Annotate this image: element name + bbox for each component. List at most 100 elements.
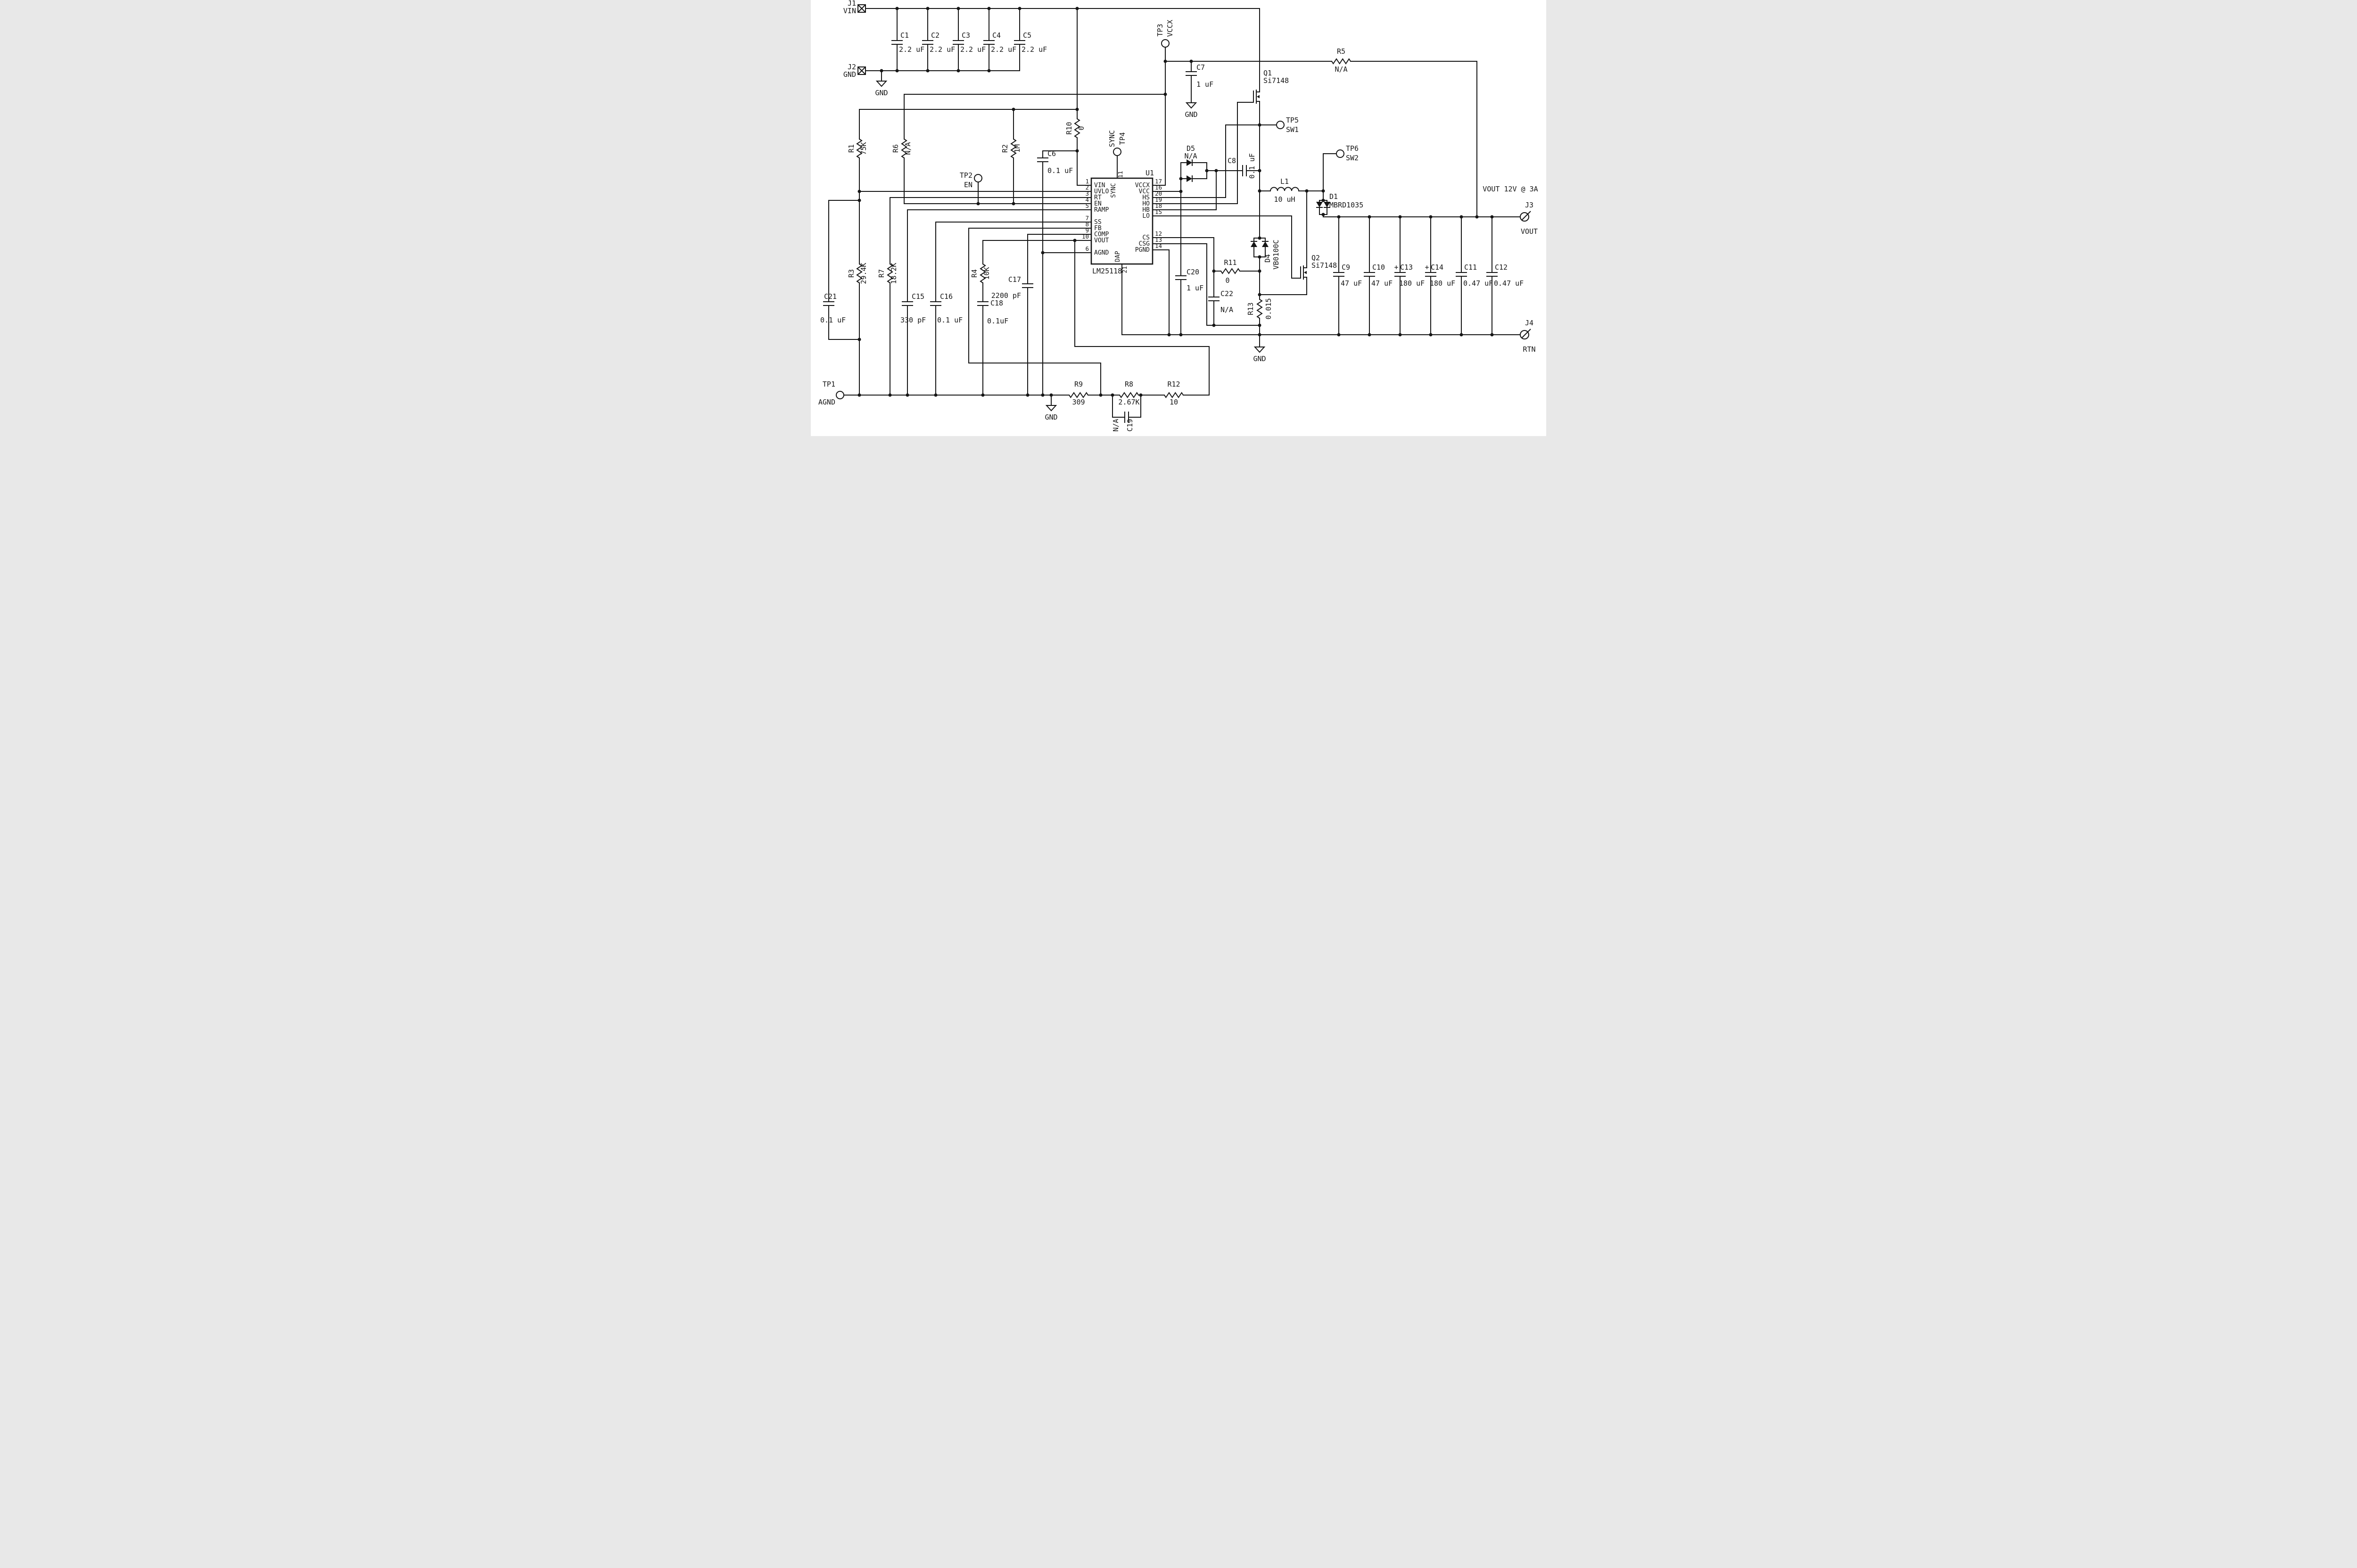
- capacitor-c6: C6 0.1 uF: [1037, 149, 1073, 175]
- tp2-ref: TP2: [960, 171, 972, 180]
- pin-num: 7: [1085, 215, 1089, 222]
- r10-value: 0: [1077, 126, 1086, 130]
- c17-ref: C17: [1008, 275, 1021, 284]
- pin-num: 4: [1085, 196, 1089, 203]
- pin-name: SS: [1094, 219, 1102, 226]
- c20-ref: C20: [1187, 268, 1199, 276]
- junction-dots: [857, 7, 1494, 397]
- d4-value: VB0100C: [1272, 239, 1280, 269]
- wires-input-rails: [859, 8, 1260, 239]
- capacitor-c2: C2 2.2 uF: [922, 31, 955, 54]
- r11-value: 0: [1225, 276, 1229, 285]
- capacitor-c14: + C14 180 uF: [1425, 263, 1455, 288]
- capacitor-c7: C7 1 uF: [1185, 63, 1213, 89]
- c4-ref: C4: [992, 31, 1001, 40]
- pin-name: SYNC: [1110, 183, 1117, 198]
- schematic-page: J1 VIN J2 GND J3 VOUT J4 RTN TP1 AGND TP…: [811, 0, 1546, 436]
- c8-value: 0.1 uF: [1248, 153, 1256, 179]
- c13-ref: C13: [1400, 263, 1413, 272]
- resistor-r1: R1 75K: [847, 139, 868, 158]
- q1-value: Si7148: [1263, 76, 1289, 85]
- capacitor-c13: + C13 180 uF: [1394, 263, 1425, 288]
- r4-ref: R4: [970, 269, 979, 278]
- l1-ref: L1: [1280, 177, 1289, 186]
- c6-ref: C6: [1047, 149, 1056, 158]
- r6-ref: R6: [891, 144, 900, 153]
- u1-ref: U1: [1146, 169, 1154, 177]
- c22-value: N/A: [1220, 305, 1233, 314]
- gnd-label: GND: [1045, 413, 1057, 421]
- c11-value: 0.47 uF: [1463, 279, 1493, 288]
- output-rating-label: VOUT 12V @ 3A: [1483, 185, 1538, 193]
- pin-num: 2: [1085, 184, 1089, 191]
- c1-ref: C1: [900, 31, 909, 40]
- c12-value: 0.47 uF: [1494, 279, 1524, 288]
- diode-d1: D1 MBRD1035: [1316, 192, 1363, 209]
- c18-value: 0.1uF: [987, 317, 1008, 325]
- capacitor-c5: C5 2.2 uF: [1014, 31, 1047, 54]
- capacitor-c19: N/A C19: [1112, 411, 1134, 432]
- capacitor-c18: C18 0.1uF: [977, 299, 1008, 325]
- tp5-ref: TP5: [1286, 116, 1299, 124]
- mosfet-arrow-icon: [1304, 271, 1307, 274]
- c3-value: 2.2 uF: [960, 45, 986, 54]
- pin-num: 1: [1085, 178, 1089, 185]
- capacitor-c20: C20 1 uF: [1175, 268, 1203, 292]
- pin-num: 15: [1155, 208, 1162, 215]
- c22-ref: C22: [1220, 289, 1233, 298]
- c16-value: 0.1 uF: [937, 316, 963, 324]
- tp3-ref: TP3: [1156, 24, 1164, 36]
- r3-value: 29.4K: [859, 263, 868, 284]
- c7-value: 1 uF: [1196, 80, 1213, 89]
- diode-d4: D4 VB0100C: [1250, 239, 1280, 270]
- pin-num: 14: [1155, 242, 1162, 249]
- u1-part: LM25118: [1092, 267, 1122, 275]
- r2-ref: R2: [1001, 144, 1009, 153]
- d1-value: MBRD1035: [1329, 201, 1363, 209]
- capacitor-c9: C9 47 uF: [1333, 263, 1362, 288]
- c19-ref: C19: [1126, 419, 1134, 431]
- r2-value: 1M: [1013, 144, 1022, 153]
- pin-num: 10: [1082, 233, 1089, 240]
- resistor-r3: R3 29.4K: [847, 263, 868, 284]
- mosfet-arrow-icon: [1257, 95, 1260, 99]
- pin-name: EN: [1094, 200, 1102, 207]
- r7-ref: R7: [877, 269, 886, 278]
- pin-name: FB: [1094, 225, 1102, 232]
- testpoint-tp2: TP2 EN: [960, 171, 982, 189]
- r3-ref: R3: [847, 269, 856, 278]
- capacitor-c3: C3 2.2 uF: [952, 31, 986, 54]
- j4-ref: J4: [1525, 319, 1533, 327]
- pin-name: RT: [1094, 194, 1102, 201]
- pin-num: 16: [1155, 184, 1162, 191]
- r9-ref: R9: [1074, 380, 1083, 388]
- resistor-r2: R2 1M: [1001, 139, 1022, 158]
- tp4-ref: TP4: [1118, 132, 1127, 145]
- pin-name: HS: [1142, 194, 1150, 201]
- r1-ref: R1: [847, 144, 856, 153]
- pin-num: 20: [1155, 190, 1162, 197]
- pin-num: 8: [1085, 221, 1089, 228]
- resistor-r5: R5 N/A: [1331, 47, 1351, 74]
- testpoint-tp4: SYNC TP4: [1108, 130, 1127, 156]
- testpoint-tp1: TP1 AGND: [818, 380, 844, 406]
- tp6-net: SW2: [1346, 154, 1359, 162]
- c18-ref: C18: [990, 299, 1003, 307]
- pin-num: 21: [1121, 266, 1128, 273]
- pin-name: UVLO: [1094, 188, 1109, 195]
- c15-value: 330 pF: [900, 316, 926, 324]
- r13-value: 0.015: [1264, 298, 1273, 319]
- resistor-r11: R11 0: [1220, 258, 1240, 285]
- r7-value: 18.2K: [890, 263, 898, 284]
- capacitor-c10: C10 47 uF: [1363, 263, 1393, 288]
- c16-ref: C16: [940, 292, 953, 301]
- pin-num: 11: [1117, 171, 1124, 178]
- capacitor-c17: C17 2200 pF: [991, 275, 1034, 300]
- c9-ref: C9: [1342, 263, 1350, 272]
- c8-ref: C8: [1228, 157, 1236, 165]
- r12-ref: R12: [1167, 380, 1180, 388]
- capacitor-c12: C12 0.47 uF: [1486, 263, 1524, 288]
- connector-j3: J3 VOUT: [1520, 201, 1538, 236]
- c14-value: 180 uF: [1430, 279, 1455, 288]
- diode-d5: D5 N/A: [1184, 144, 1197, 182]
